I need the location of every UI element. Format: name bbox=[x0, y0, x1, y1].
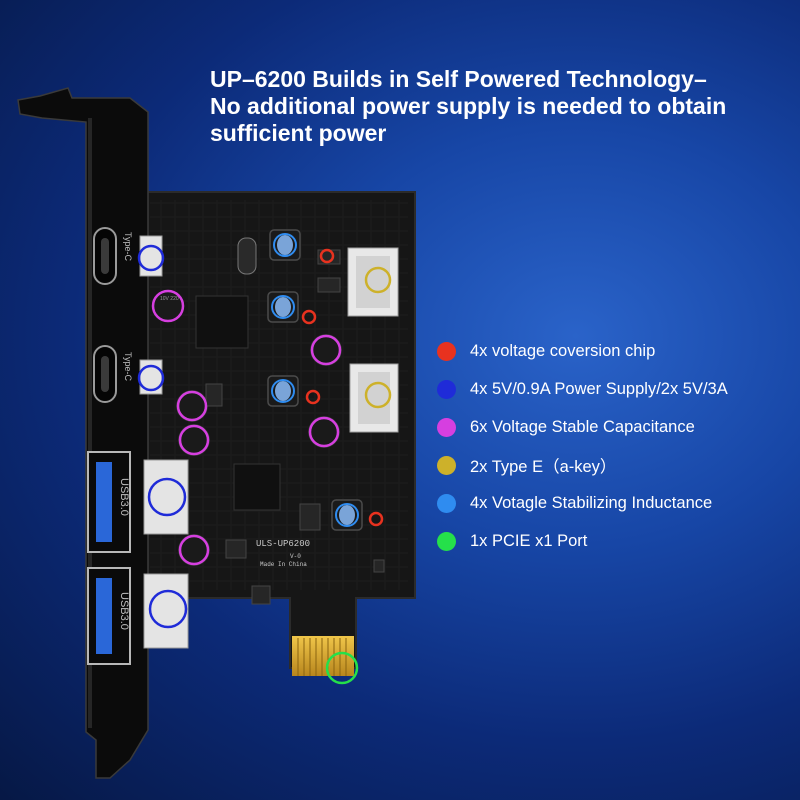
usb-housing-1 bbox=[143, 459, 189, 535]
callout-pcie-port bbox=[325, 651, 359, 685]
headline: UP–6200 Builds in Self Powered Technolog… bbox=[210, 66, 780, 147]
type-c-port-1 bbox=[93, 227, 117, 285]
type-c-port-2 bbox=[93, 345, 117, 403]
small-components bbox=[205, 249, 385, 605]
hub-controller-chip bbox=[233, 463, 281, 511]
inductor-core-2 bbox=[275, 297, 291, 317]
legend-label: 2x Type E（a-key） bbox=[470, 458, 617, 476]
legend-dot-icon bbox=[437, 531, 456, 551]
callout-stable-capacitance bbox=[151, 289, 342, 566]
type-c-label-2: Type-C bbox=[123, 352, 133, 382]
legend-item: 2x Type E（a-key） bbox=[437, 450, 797, 480]
capacitor-marking: 10V 220 bbox=[160, 296, 179, 302]
inductor-core-3 bbox=[275, 381, 291, 401]
legend-dot-icon bbox=[437, 493, 456, 513]
legend-item: 1x PCIE x1 Port bbox=[437, 526, 797, 556]
main-controller-chip bbox=[195, 295, 249, 349]
metal-bracket bbox=[17, 87, 149, 779]
legend-item: 4x 5V/0.9A Power Supply/2x 5V/3A bbox=[437, 374, 797, 404]
legend-dot-icon bbox=[437, 455, 456, 475]
callout-type-e bbox=[364, 266, 392, 409]
legend-label: 4x 5V/0.9A Power Supply/2x 5V/3A bbox=[470, 379, 728, 398]
legend-item: 6x Voltage Stable Capacitance bbox=[437, 412, 797, 442]
inductor-core-4 bbox=[339, 505, 355, 525]
legend-label: 1x PCIE x1 Port bbox=[470, 531, 588, 550]
legend-label: 4x Votagle Stabilizing Inductance bbox=[470, 493, 713, 512]
legend-label: 4x voltage coversion chip bbox=[470, 341, 656, 360]
made-in-marking: Made In China bbox=[260, 561, 307, 568]
headline-line-1: UP–6200 Builds in Self Powered Technolog… bbox=[210, 66, 707, 92]
board-model: ULS-UP6200 bbox=[256, 539, 310, 549]
legend-label: 6x Voltage Stable Capacitance bbox=[470, 417, 695, 436]
legend-item: 4x Votagle Stabilizing Inductance bbox=[437, 488, 797, 518]
type-c-label-1: Type-C bbox=[123, 232, 133, 262]
legend-dot-icon bbox=[437, 341, 456, 361]
headline-line-3: sufficient power bbox=[210, 120, 387, 146]
headline-line-2: No additional power supply is needed to … bbox=[210, 93, 727, 119]
usb3-port-2 bbox=[87, 567, 131, 665]
crystal-oscillator bbox=[237, 237, 257, 275]
legend-item: 4x voltage coversion chip bbox=[437, 336, 797, 366]
usb3-label-1: USB3.0 bbox=[118, 478, 130, 516]
pcie-gold-fingers bbox=[292, 636, 354, 676]
callout-voltage-conversion bbox=[301, 248, 384, 527]
legend-dot-icon bbox=[437, 417, 456, 437]
callout-stabilizing-inductance bbox=[271, 233, 359, 527]
inductor-core-1 bbox=[277, 235, 293, 255]
callout-power-supply bbox=[137, 244, 188, 629]
board-revision: V-0 bbox=[290, 553, 301, 560]
usb3-label-2: USB3.0 bbox=[118, 592, 130, 630]
usb3-port-1 bbox=[87, 451, 131, 553]
legend-dot-icon bbox=[437, 379, 456, 399]
